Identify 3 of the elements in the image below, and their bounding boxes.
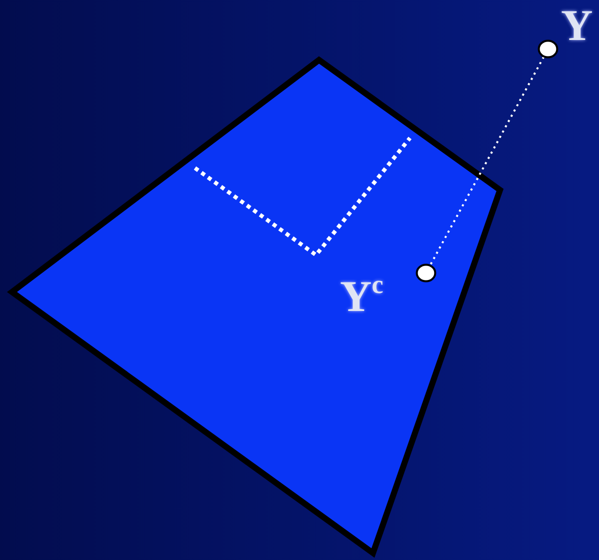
point-label: Y xyxy=(561,4,593,48)
dotted-line xyxy=(429,56,545,266)
point-label: Y$^{c}$ xyxy=(340,272,384,319)
